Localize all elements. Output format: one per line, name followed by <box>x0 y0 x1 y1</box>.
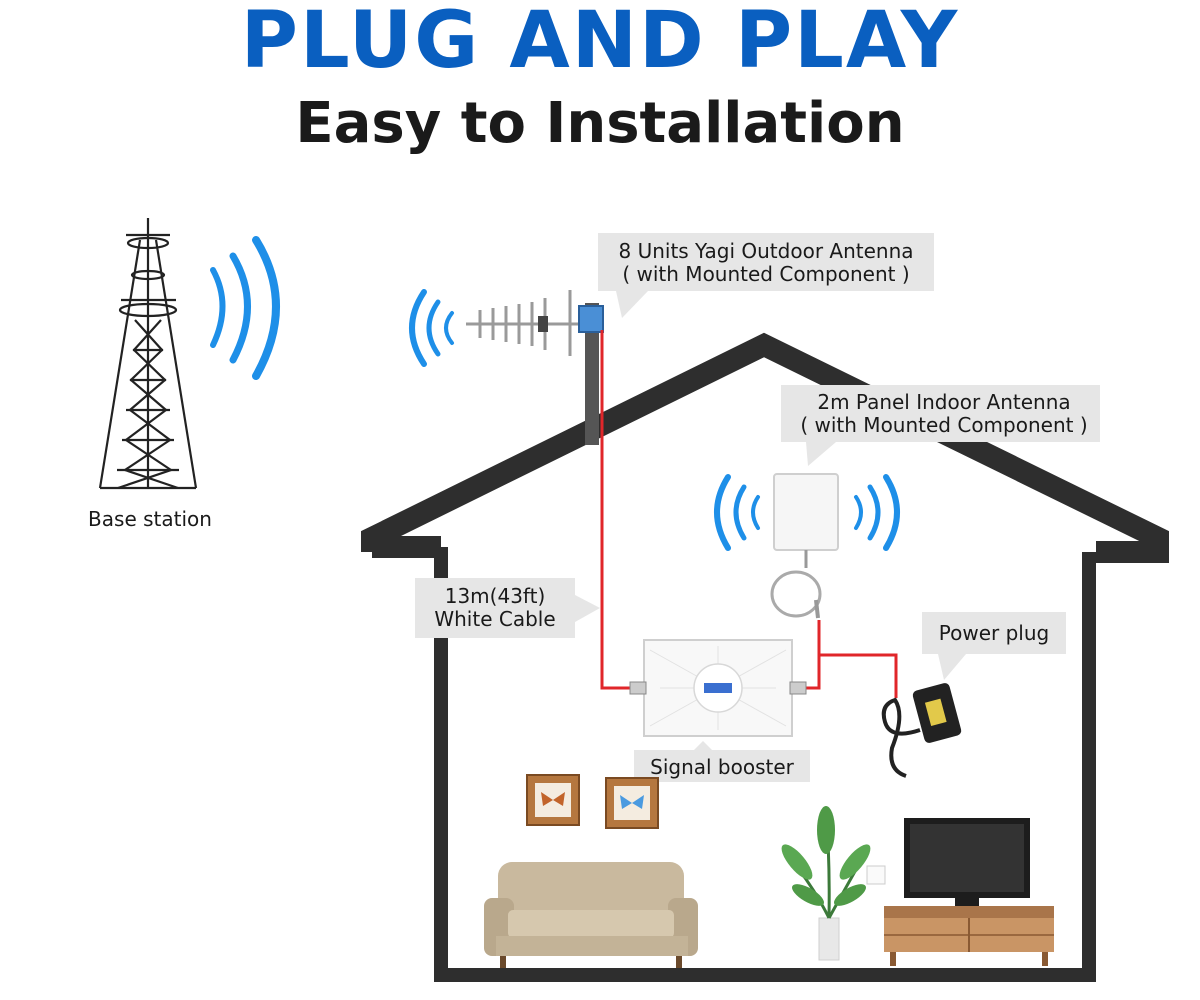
sofa-icon <box>484 862 698 968</box>
signal-waves-icon <box>409 289 454 367</box>
signal-booster-icon <box>629 639 807 737</box>
page-subtitle: Easy to Installation <box>295 91 905 156</box>
booster-label: Signal booster <box>650 755 795 779</box>
wall-socket-icon <box>866 865 886 885</box>
page-title: PLUG AND PLAY <box>240 0 960 86</box>
base-station-label: Base station <box>88 507 212 531</box>
butterfly-frame-icon <box>526 774 580 826</box>
booster-callout: Signal booster <box>634 741 810 782</box>
cell-tower-icon <box>98 218 198 490</box>
panel-label-line1: 2m Panel Indoor Antenna <box>817 390 1070 414</box>
yagi-label-line1: 8 Units Yagi Outdoor Antenna <box>618 239 913 263</box>
panel-label-line2: ( with Mounted Component ) <box>800 413 1087 437</box>
yagi-antenna-icon <box>466 290 604 356</box>
antenna-mast <box>585 303 599 445</box>
power-callout: Power plug <box>922 612 1066 680</box>
tv-stand <box>884 906 1054 966</box>
power-plug-label: Power plug <box>939 621 1049 645</box>
cable-label-line2: White Cable <box>434 607 555 631</box>
panel-callout: 2m Panel Indoor Antenna ( with Mounted C… <box>781 385 1100 466</box>
coax-cables <box>600 330 898 698</box>
panel-antenna-icon <box>770 473 839 619</box>
butterfly-frame-icon <box>605 777 659 829</box>
plant-icon <box>781 806 871 961</box>
signal-waves-icon <box>714 474 900 551</box>
yagi-callout: 8 Units Yagi Outdoor Antenna ( with Moun… <box>598 233 934 318</box>
power-adapter-icon <box>881 683 962 778</box>
yagi-label-line2: ( with Mounted Component ) <box>622 262 909 286</box>
cable-label-line1: 13m(43ft) <box>445 584 546 608</box>
signal-waves-icon <box>210 236 280 380</box>
cable-callout: 13m(43ft) White Cable <box>415 578 600 638</box>
tv-icon <box>904 818 1030 906</box>
